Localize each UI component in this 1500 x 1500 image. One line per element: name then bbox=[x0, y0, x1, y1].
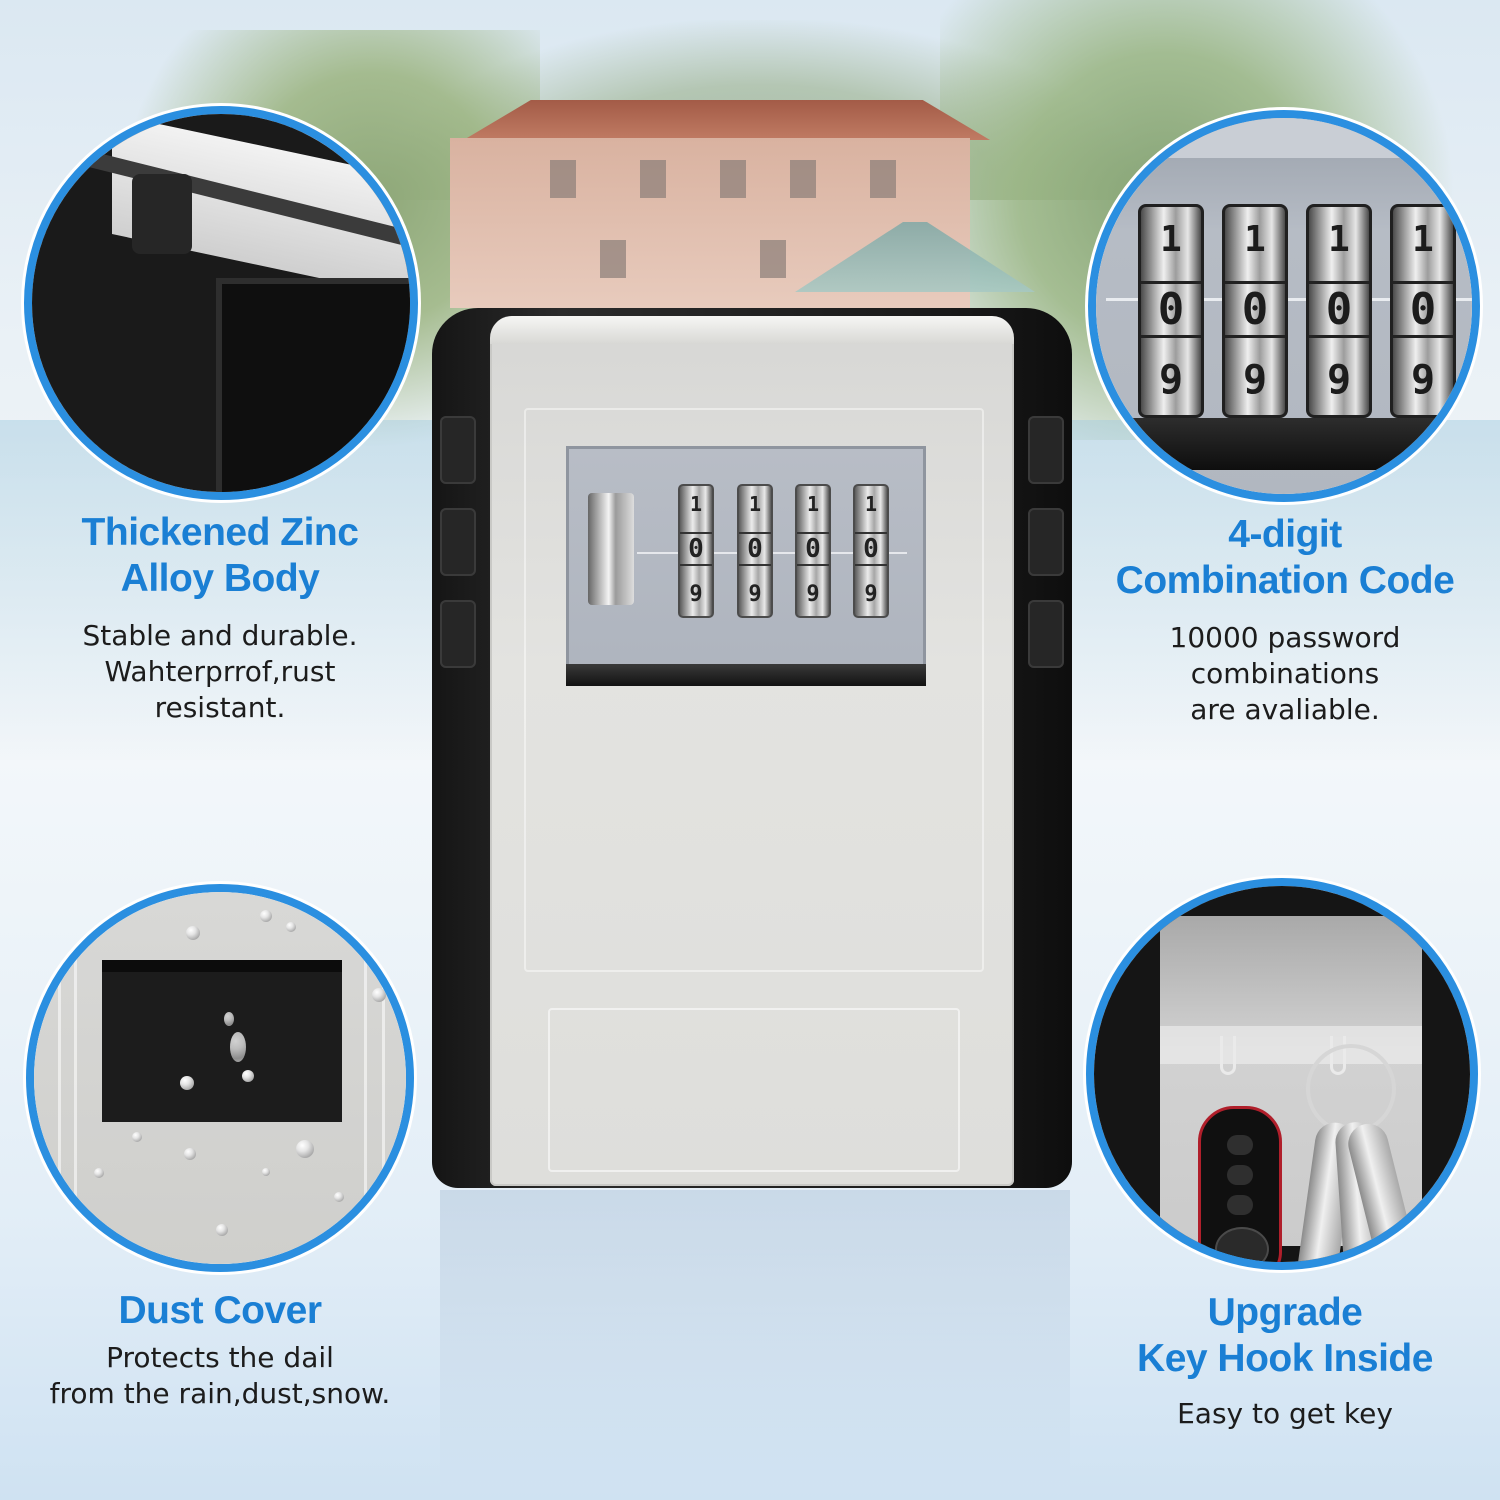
dial-panel-lip bbox=[566, 664, 926, 686]
feature-description: are avaliable. bbox=[1190, 693, 1380, 726]
feature-description: Stable and durable. bbox=[82, 619, 358, 652]
dust-cover-flap bbox=[102, 960, 342, 1122]
feature-description: Easy to get key bbox=[1177, 1397, 1393, 1430]
feature-title: Dust Cover bbox=[118, 1289, 322, 1332]
dial-wheel[interactable]: 1 0 9 bbox=[795, 484, 831, 618]
dust-cover-detail bbox=[26, 884, 414, 1272]
side-grip bbox=[1028, 416, 1064, 484]
key-hook bbox=[1220, 1036, 1236, 1075]
side-grip bbox=[440, 416, 476, 484]
dial-wheel: 1 0 9 bbox=[1306, 204, 1372, 418]
dial-wheel: 1 0 9 bbox=[1222, 204, 1288, 418]
zinc-body-caption: Thickened Zinc Alloy Body Stable and dur… bbox=[40, 510, 400, 726]
feature-title: Key Hook Inside bbox=[1137, 1337, 1433, 1380]
side-grip bbox=[1028, 600, 1064, 668]
feature-title: Combination Code bbox=[1115, 559, 1455, 602]
feature-title: 4-digit bbox=[1228, 513, 1342, 556]
side-grip bbox=[1028, 508, 1064, 576]
lockbox-top-edge bbox=[490, 316, 1014, 344]
release-latch[interactable] bbox=[588, 493, 634, 605]
lockbox-reflection bbox=[440, 1190, 1070, 1490]
dial-wheel: 1 0 9 bbox=[1390, 204, 1456, 418]
dial-wheel[interactable]: 1 0 9 bbox=[853, 484, 889, 618]
background-house bbox=[430, 100, 990, 308]
dial-wheel: 1 0 9 bbox=[1138, 204, 1204, 418]
feature-description: from the rain,dust,snow. bbox=[49, 1377, 391, 1410]
key-hook-detail bbox=[1086, 878, 1478, 1270]
feature-title: Alloy Body bbox=[120, 557, 320, 600]
zinc-body-detail bbox=[24, 106, 418, 500]
feature-description: Wahterprrof,rust resistant. bbox=[104, 655, 336, 724]
side-grip bbox=[440, 508, 476, 576]
combination-caption: 4-digit Combination Code 10000 password … bbox=[1080, 512, 1490, 728]
dial-wheel[interactable]: 1 0 9 bbox=[737, 484, 773, 618]
dust-cover-caption: Dust Cover Protects the dail from the ra… bbox=[40, 1288, 400, 1412]
car-key-fob bbox=[1198, 1106, 1282, 1262]
key-hook-caption: Upgrade Key Hook Inside Easy to get key bbox=[1090, 1290, 1480, 1432]
dial-closeup: 1 0 9 1 0 9 1 0 9 1 0 9 bbox=[1088, 110, 1480, 502]
feature-title: Upgrade bbox=[1207, 1291, 1363, 1334]
feature-description: Protects the dail bbox=[106, 1341, 334, 1374]
side-grip bbox=[440, 600, 476, 668]
dial-wheel[interactable]: 1 0 9 bbox=[678, 484, 714, 618]
feature-title: Thickened Zinc bbox=[81, 511, 359, 554]
feature-description: 10000 password combinations bbox=[1169, 621, 1401, 690]
key-ring bbox=[1306, 1044, 1396, 1134]
lockbox-image: 1 0 9 1 0 9 1 0 9 1 0 9 bbox=[432, 308, 1072, 1188]
